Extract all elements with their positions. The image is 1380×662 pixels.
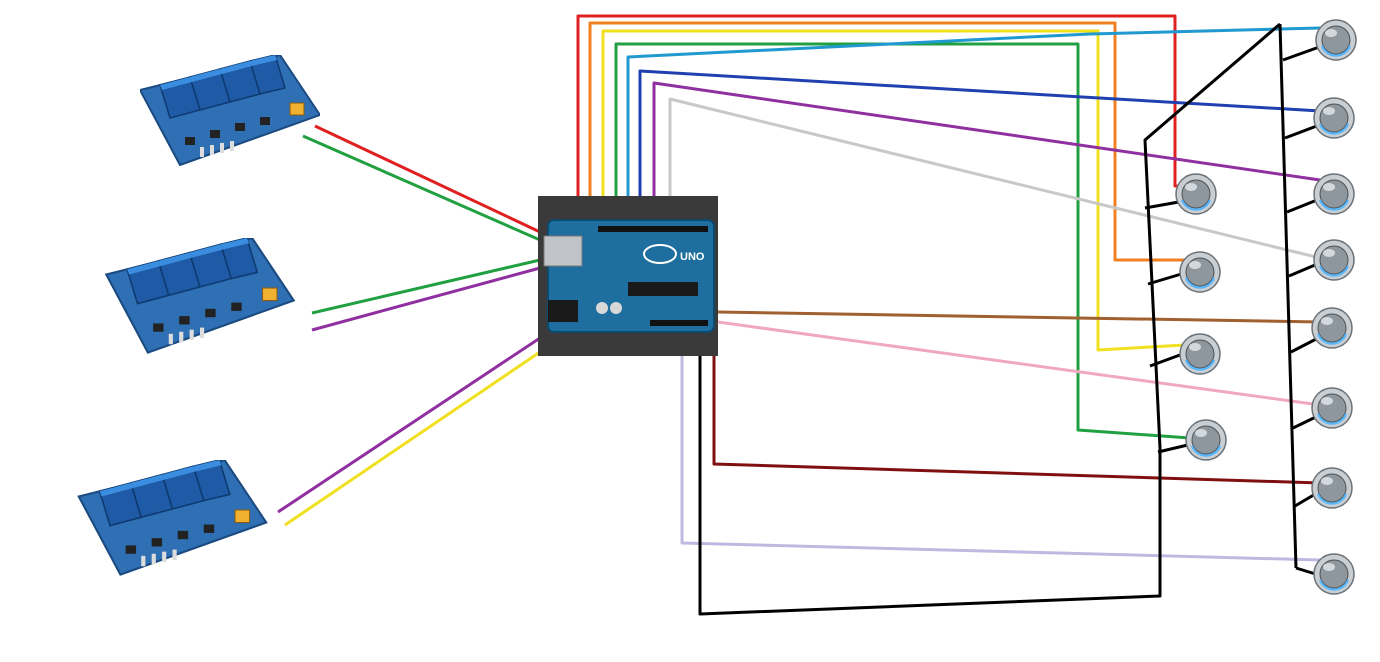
signal-wires <box>576 14 1321 562</box>
push-button-icon <box>1312 96 1356 140</box>
relay-module-2 <box>105 238 295 354</box>
push-button-icon <box>1310 466 1354 510</box>
push-button-icon <box>1184 418 1228 462</box>
push-button-icon <box>1310 386 1354 430</box>
push-button-icon <box>1174 172 1218 216</box>
push-button-icon <box>1314 18 1358 62</box>
relay-wires <box>277 124 541 527</box>
push-button-icon <box>1312 172 1356 216</box>
push-button-icon <box>1178 250 1222 294</box>
push-buttons-right <box>1310 18 1358 596</box>
relay-module-1 <box>140 55 320 166</box>
push-button-icon <box>1178 332 1222 376</box>
push-buttons-left <box>1174 172 1228 462</box>
push-button-icon <box>1312 238 1356 282</box>
arduino-logo-text: UNO <box>680 251 705 263</box>
arduino-uno: UNO <box>538 196 718 356</box>
ground-wires <box>698 22 1323 616</box>
push-button-icon <box>1312 552 1356 596</box>
push-button-icon <box>1310 306 1354 350</box>
relay-module-3 <box>77 460 268 576</box>
